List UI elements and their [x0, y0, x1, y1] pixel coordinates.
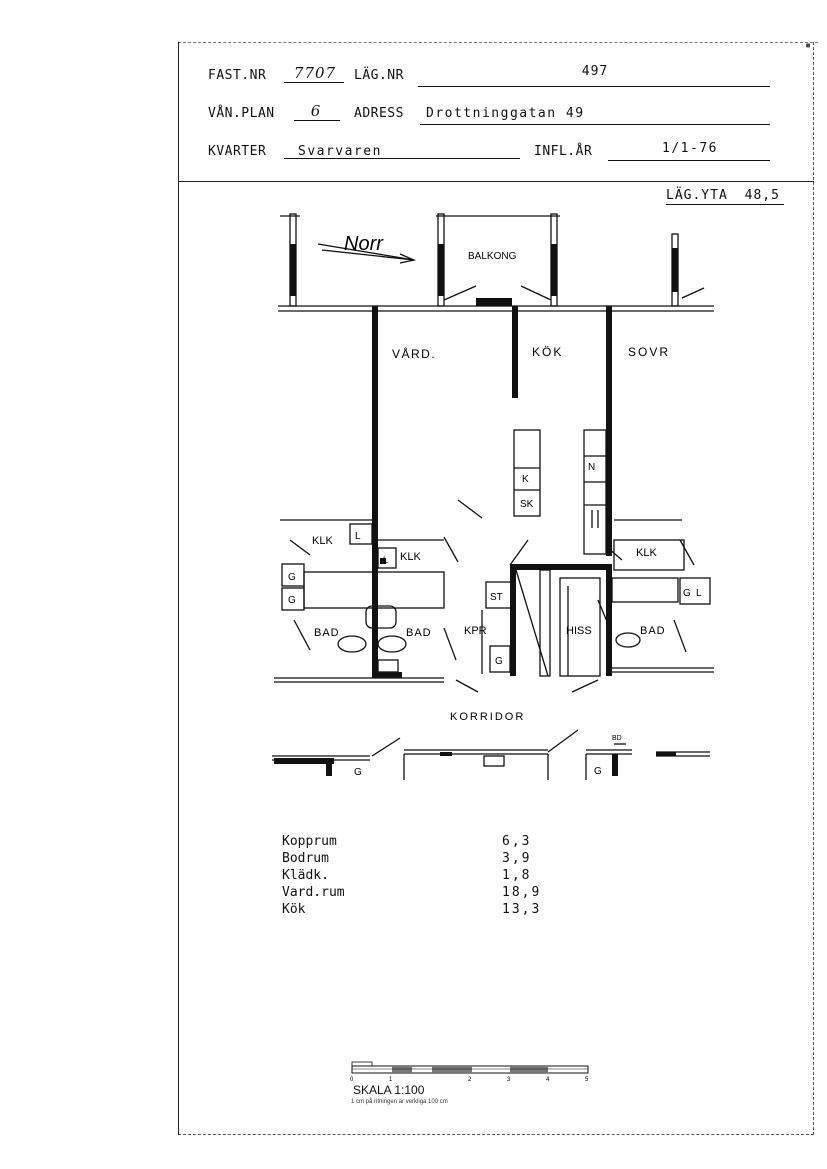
- bad-label-3: BAD: [640, 625, 666, 637]
- wardrobe-right: [613, 539, 685, 571]
- room-row: Vard.rum 18,9: [282, 884, 552, 901]
- box-gl: [679, 577, 711, 605]
- g-label-kpr: G: [495, 656, 503, 667]
- room-area: 18,9: [502, 885, 542, 900]
- room-area: 13,3: [502, 902, 542, 917]
- kvarter-underline: [284, 158, 520, 159]
- n-label: N: [588, 462, 595, 473]
- toilet-1: [337, 635, 367, 653]
- lag-nr-label: LÄG.NR: [354, 68, 404, 83]
- load-bearing-walls: [274, 244, 678, 776]
- room-name: Klädk.: [282, 868, 329, 883]
- korridor-label: KORRIDOR: [450, 711, 525, 723]
- toilet-3: [615, 632, 641, 648]
- scale-tick-5: 5: [585, 1077, 589, 1083]
- adress-underline: [420, 124, 770, 125]
- kok-label: KÖK: [532, 345, 563, 359]
- bad-label-2: BAD: [406, 627, 432, 639]
- top-dashed-line: [178, 42, 818, 43]
- sovr-label: SOVR: [628, 345, 670, 359]
- kvarter-label: KVARTER: [208, 144, 267, 159]
- klk-label-3: KLK: [636, 547, 657, 559]
- bd-label: BD: [612, 735, 622, 742]
- shaft: [539, 569, 551, 677]
- g-label-corr-2: G: [594, 766, 602, 777]
- g-label-1: G: [288, 572, 296, 583]
- lag-yta: LÄG.YTA 48,5: [666, 188, 784, 205]
- toilet-2: [377, 635, 407, 653]
- room-row: Kopprum 6,3: [282, 833, 552, 850]
- corner-mark: ▪: [805, 40, 812, 51]
- fast-nr-value: 7707: [293, 64, 337, 82]
- kpr-label: KPR: [464, 625, 487, 637]
- adress-value: Drottninggatan 49: [426, 106, 585, 121]
- header-separator: [178, 181, 814, 182]
- fast-nr-underline: [284, 82, 344, 83]
- hiss-label: HISS: [566, 625, 592, 637]
- g-label-corr-1: G: [354, 767, 362, 778]
- vard-label: VÅRD.: [392, 346, 436, 361]
- l-label-1: L: [355, 531, 361, 542]
- scale-tick-2: 2: [468, 1077, 472, 1083]
- van-plan-value: 6: [310, 102, 322, 120]
- kitchen-counter-right: [583, 429, 607, 555]
- l-label-2: L: [383, 555, 388, 565]
- infl-ar-label: INFL.ÅR: [534, 144, 593, 159]
- infl-ar-value: 1/1-76: [662, 141, 718, 156]
- elevator-car: [559, 577, 601, 677]
- room-name: Bodrum: [282, 851, 329, 866]
- van-plan-underline: [294, 120, 340, 121]
- l-label-right: L: [696, 588, 702, 599]
- room-row: Kök 13,3: [282, 901, 552, 918]
- wardrobe-l-left: [349, 523, 373, 545]
- van-plan-label: VÅN.PLAN: [208, 106, 275, 121]
- sk-label: SK: [520, 499, 534, 510]
- g-label-2: G: [288, 595, 296, 606]
- klk-label-1: KLK: [312, 535, 333, 547]
- room-area: 3,9: [502, 851, 532, 866]
- bad-label-1: BAD: [314, 627, 340, 639]
- scale-tick-3: 3: [507, 1077, 511, 1083]
- room-row: Klädk. 1,8: [282, 867, 552, 884]
- kvarter-value: Svarvaren: [298, 144, 382, 159]
- kitchen-counter-left: [513, 429, 541, 517]
- g-label-right: G: [683, 588, 691, 599]
- lag-nr-underline: [418, 86, 770, 87]
- room-row: Bodrum 3,9: [282, 850, 552, 867]
- scale-tick-0: 0: [350, 1077, 354, 1083]
- room-name: Vard.rum: [282, 885, 345, 900]
- fast-nr-label: FAST.NR: [208, 68, 267, 83]
- form-sheet: [178, 42, 814, 1135]
- scale-tick-1: 1: [389, 1077, 393, 1083]
- sink-1: [365, 605, 397, 629]
- lag-nr-value: 497: [581, 64, 609, 79]
- room-name: Kök: [282, 902, 306, 917]
- klk-label-2: KLK: [400, 551, 421, 563]
- scale-tick-4: 4: [546, 1077, 550, 1083]
- room-area: 6,3: [502, 834, 532, 849]
- balkong-label: BALKONG: [468, 251, 517, 262]
- lag-yta-value: 48,5: [744, 188, 780, 203]
- scale-note: 1 cm på ritningen är verkliga 100 cm: [351, 1099, 448, 1105]
- north-arrow-head: [399, 253, 417, 264]
- north-label: Norr: [344, 233, 384, 255]
- adress-label: ADRESS: [354, 106, 404, 121]
- scale-label: SKALA 1:100: [353, 1083, 425, 1097]
- st-label: ST: [490, 592, 503, 603]
- scale-bar: 0 1 2 3 4 5: [350, 1061, 589, 1083]
- infl-ar-underline: [608, 160, 770, 161]
- k-label: K: [522, 474, 529, 485]
- north-arrow-line: [317, 243, 415, 261]
- room-name: Kopprum: [282, 834, 337, 849]
- room-list: Kopprum 6,3 Bodrum 3,9 Klädk. 1,8 Vard.r…: [282, 833, 552, 918]
- lag-yta-label: LÄG.YTA: [666, 188, 728, 203]
- room-area: 1,8: [502, 868, 532, 883]
